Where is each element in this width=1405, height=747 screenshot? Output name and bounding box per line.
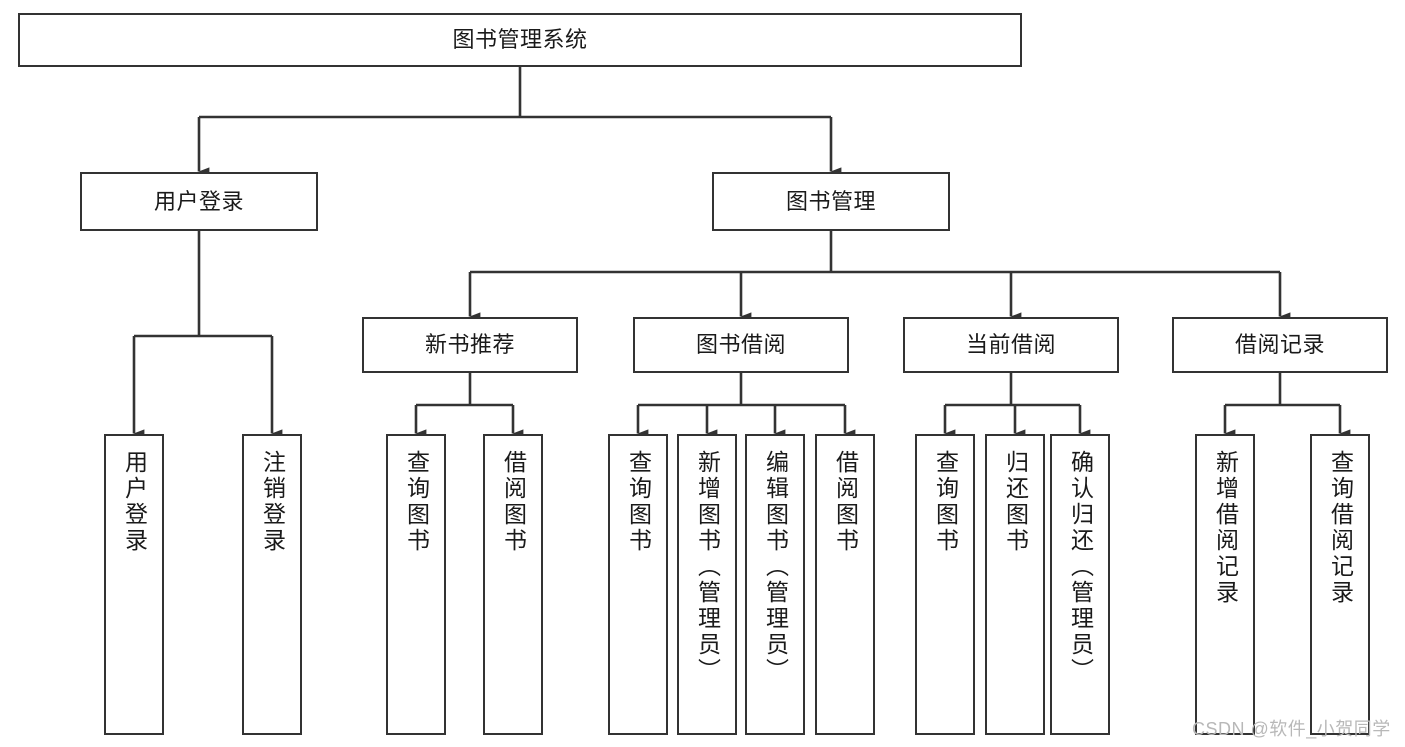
- node-leaf-edit-book[interactable]: 编辑图书（管理员）: [745, 434, 805, 735]
- node-label: 借阅图书: [832, 450, 859, 554]
- node-label: 编辑图书（管理员）: [762, 450, 789, 684]
- node-leaf-add-book[interactable]: 新增图书（管理员）: [677, 434, 737, 735]
- node-new-book-rec[interactable]: 新书推荐: [362, 317, 578, 373]
- node-label: 图书管理系统: [452, 27, 588, 53]
- node-label: 用户登录: [121, 450, 148, 554]
- node-leaf-query-book-cb[interactable]: 查询图书: [915, 434, 975, 735]
- node-label: 用户登录: [153, 188, 244, 214]
- node-label: 图书借阅: [695, 332, 786, 358]
- node-label: 查询借阅记录: [1327, 450, 1354, 606]
- node-root[interactable]: 图书管理系统: [18, 13, 1022, 67]
- node-label: 注销登录: [259, 450, 286, 554]
- node-label: 查询图书: [932, 450, 959, 554]
- node-label: 新增图书（管理员）: [694, 450, 721, 684]
- node-label: 图书管理: [785, 188, 876, 214]
- node-user-login[interactable]: 用户登录: [80, 172, 318, 231]
- node-leaf-query-book-bb[interactable]: 查询图书: [608, 434, 668, 735]
- node-label: 新书推荐: [424, 332, 515, 358]
- node-label: 查询图书: [625, 450, 652, 554]
- node-leaf-return-book[interactable]: 归还图书: [985, 434, 1045, 735]
- node-book-manage[interactable]: 图书管理: [712, 172, 950, 231]
- node-label: 新增借阅记录: [1212, 450, 1239, 606]
- node-label: 确认归还（管理员）: [1067, 450, 1094, 684]
- node-leaf-query-book-rec[interactable]: 查询图书: [386, 434, 446, 735]
- node-leaf-borrow-book-rec[interactable]: 借阅图书: [483, 434, 543, 735]
- node-borrow-record[interactable]: 借阅记录: [1172, 317, 1388, 373]
- node-leaf-add-record[interactable]: 新增借阅记录: [1195, 434, 1255, 735]
- node-label: 当前借阅: [965, 332, 1056, 358]
- node-current-borrow[interactable]: 当前借阅: [903, 317, 1119, 373]
- node-leaf-query-record[interactable]: 查询借阅记录: [1310, 434, 1370, 735]
- node-label: 借阅图书: [500, 450, 527, 554]
- node-book-borrow[interactable]: 图书借阅: [633, 317, 849, 373]
- node-leaf-confirm-return[interactable]: 确认归还（管理员）: [1050, 434, 1110, 735]
- node-label: 借阅记录: [1234, 332, 1325, 358]
- node-label: 查询图书: [403, 450, 430, 554]
- node-leaf-user-login[interactable]: 用户登录: [104, 434, 164, 735]
- node-leaf-borrow-book-bb[interactable]: 借阅图书: [815, 434, 875, 735]
- node-label: 归还图书: [1002, 450, 1029, 554]
- csdn-watermark: CSDN @软件_小贺同学: [1192, 719, 1391, 739]
- node-leaf-logout[interactable]: 注销登录: [242, 434, 302, 735]
